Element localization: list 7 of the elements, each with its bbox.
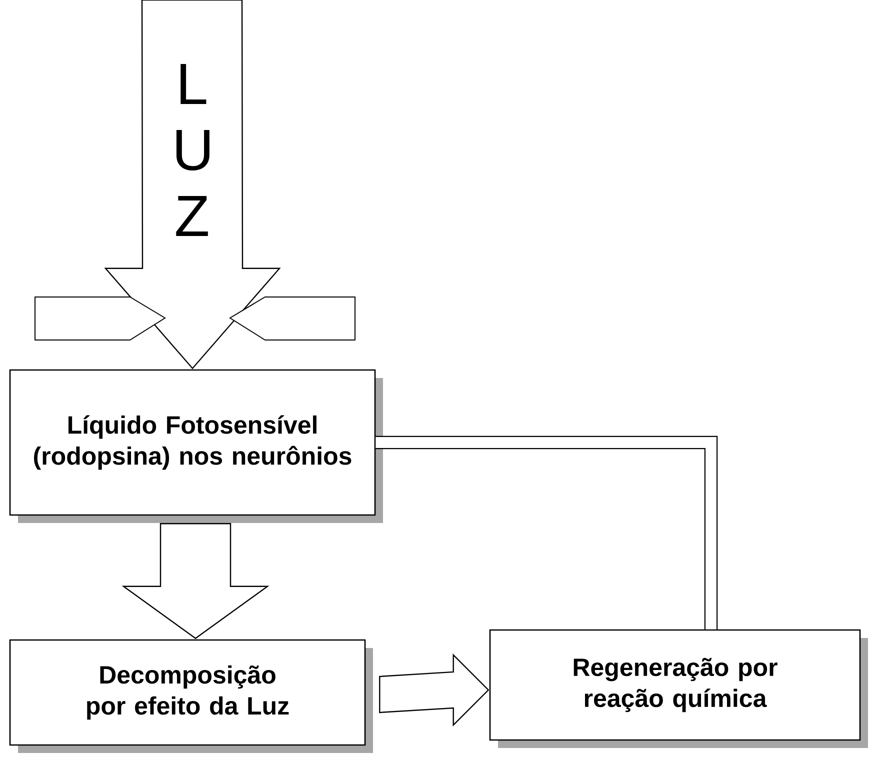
double-line-connector: [376, 436, 718, 630]
process-box: Líquido Fotosensível (rodopsina) nos neurônios: [9, 369, 383, 523]
process-box: Regeneração por reação química: [489, 629, 868, 748]
edge-label: L U Z: [176, 64, 210, 236]
block-arrow: [122, 523, 270, 640]
process-box: Decomposição por efeito da Luz: [9, 639, 373, 753]
block-arrow: [379, 654, 490, 726]
